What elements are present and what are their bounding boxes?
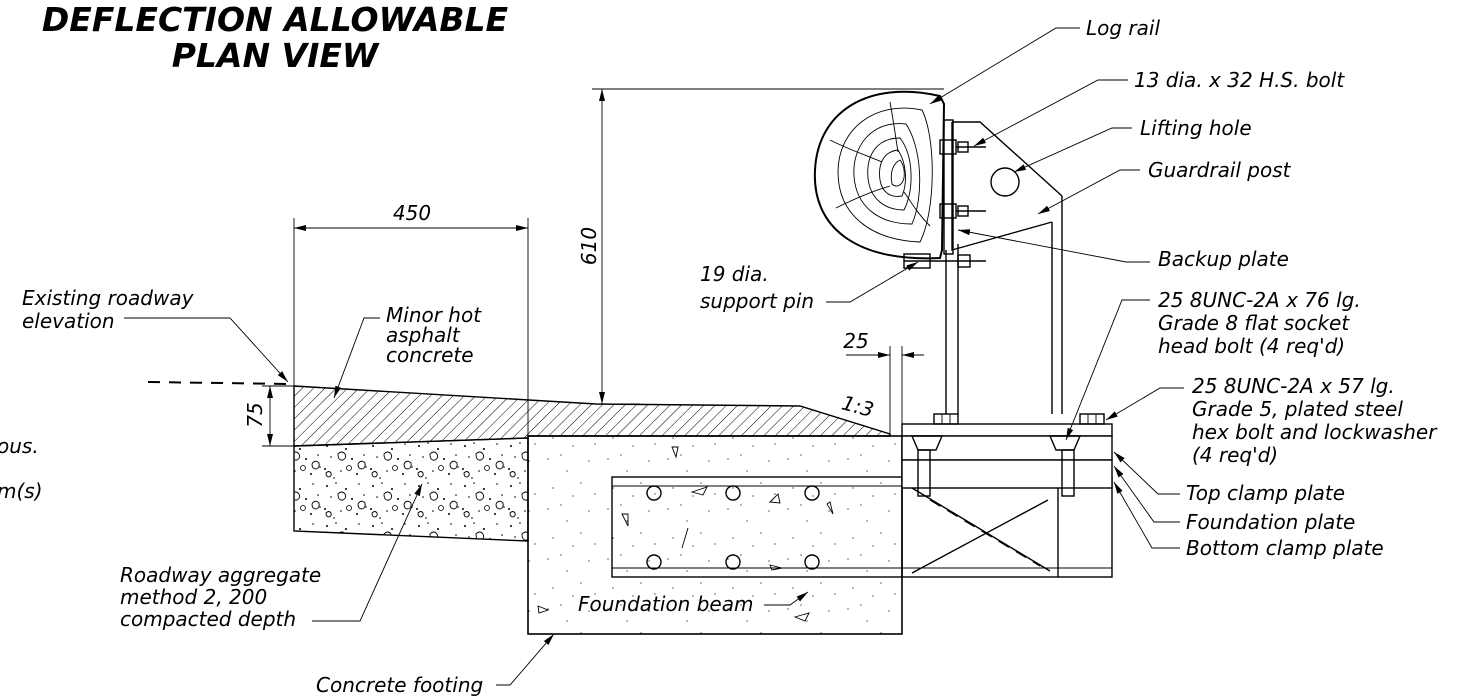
guardrail-post	[903, 119, 1063, 414]
title-line-1: DEFLECTION ALLOWABLE	[42, 0, 509, 39]
label-hex-bolt: 25 8UNC-2A x 57 lg. Grade 5, plated stee…	[1105, 374, 1438, 467]
label-bolt-13: 13 dia. x 32 H.S. bolt	[973, 68, 1345, 147]
dimension-450-label: 450	[393, 201, 431, 225]
label-bottom-clamp-plate: Bottom clamp plate	[1113, 481, 1384, 560]
svg-text:Grade 5, plated steel: Grade 5, plated steel	[1192, 397, 1403, 421]
label-guardrail-post: Guardrail post	[1037, 158, 1292, 215]
svg-text:25 8UNC-2A x 57 lg.: 25 8UNC-2A x 57 lg.	[1192, 374, 1395, 398]
cut-off-text-2: m(s)	[0, 479, 43, 503]
svg-text:Minor hot: Minor hot	[386, 303, 482, 327]
svg-text:compacted depth: compacted depth	[120, 607, 296, 631]
dimension-610-label: 610	[577, 227, 601, 265]
label-backup-plate: Backup plate	[957, 229, 1289, 271]
slope-label: 1:3	[839, 390, 876, 422]
svg-text:Concrete footing: Concrete footing	[316, 673, 483, 697]
aggregate-layer	[293, 437, 529, 542]
title-line-2: PLAN VIEW	[172, 36, 380, 75]
label-foundation-beam: Foundation beam	[578, 591, 809, 616]
svg-text:Foundation beam: Foundation beam	[578, 592, 753, 616]
svg-text:Lifting hole: Lifting hole	[1140, 116, 1252, 140]
top-clamp-plate-shape	[901, 423, 1113, 437]
label-foundation-plate: Foundation plate	[1113, 465, 1355, 534]
rebar-bottom	[646, 554, 820, 570]
svg-text:(4 req'd): (4 req'd)	[1192, 443, 1278, 467]
svg-text:Backup plate: Backup plate	[1158, 247, 1289, 271]
bottom-clamp-plate-shape	[901, 459, 1113, 489]
label-support-pin: 19 dia. support pin	[700, 261, 919, 313]
backup-plate-shape	[943, 119, 954, 255]
cut-off-text-1: ous.	[0, 434, 39, 458]
dimension-75: 75	[243, 385, 294, 447]
dimension-25: 25	[843, 329, 924, 436]
foundation-plate-shape	[901, 435, 1113, 461]
svg-text:Roadway aggregate: Roadway aggregate	[120, 563, 321, 587]
label-top-clamp-plate: Top clamp plate	[1113, 451, 1345, 505]
post-base-assembly	[901, 413, 1113, 577]
svg-text:support pin: support pin	[700, 289, 814, 313]
log-rail	[813, 90, 946, 260]
dimension-610: 610	[577, 88, 944, 405]
svg-text:25 8UNC-2A x 76 lg.: 25 8UNC-2A x 76 lg.	[1158, 288, 1361, 312]
svg-text:concrete: concrete	[386, 343, 474, 367]
svg-text:asphalt: asphalt	[386, 323, 461, 347]
dimension-25-label: 25	[843, 329, 868, 353]
rail-bolts	[903, 139, 986, 269]
dimension-450: 450	[293, 201, 529, 436]
label-concrete-footing: Concrete footing	[316, 633, 555, 697]
label-lifting-hole: Lifting hole	[1013, 116, 1252, 173]
label-log-rail: Log rail	[929, 16, 1160, 105]
svg-text:head bolt (4 req'd): head bolt (4 req'd)	[1158, 334, 1345, 358]
label-aggregate: Roadway aggregate method 2, 200 compacte…	[120, 483, 423, 631]
svg-text:Log rail: Log rail	[1086, 16, 1160, 40]
foundation-beam	[611, 476, 1113, 622]
svg-text:19 dia.: 19 dia.	[700, 262, 769, 286]
svg-text:hex bolt and lockwasher: hex bolt and lockwasher	[1192, 420, 1438, 444]
label-head-bolt: 25 8UNC-2A x 76 lg. Grade 8 flat socket …	[1065, 288, 1361, 441]
svg-text:elevation: elevation	[22, 309, 115, 333]
dimension-75-label: 75	[243, 402, 267, 427]
svg-text:Top clamp plate: Top clamp plate	[1186, 481, 1345, 505]
svg-text:13 dia. x 32 H.S. bolt: 13 dia. x 32 H.S. bolt	[1134, 68, 1345, 92]
lifting-hole-shape	[990, 167, 1020, 197]
label-existing-roadway: Existing roadway elevation	[22, 286, 289, 383]
svg-text:Bottom clamp plate: Bottom clamp plate	[1186, 536, 1384, 560]
existing-roadway-line	[147, 381, 291, 385]
concrete-footing	[527, 435, 903, 635]
svg-text:Foundation plate: Foundation plate	[1186, 510, 1355, 534]
svg-text:Guardrail post: Guardrail post	[1148, 158, 1292, 182]
svg-text:method 2, 200: method 2, 200	[120, 585, 267, 609]
svg-text:Existing roadway: Existing roadway	[22, 286, 195, 310]
rebar-top	[646, 485, 820, 501]
label-asphalt: Minor hot asphalt concrete	[333, 303, 482, 399]
svg-text:Grade 8 flat socket: Grade 8 flat socket	[1158, 311, 1350, 335]
